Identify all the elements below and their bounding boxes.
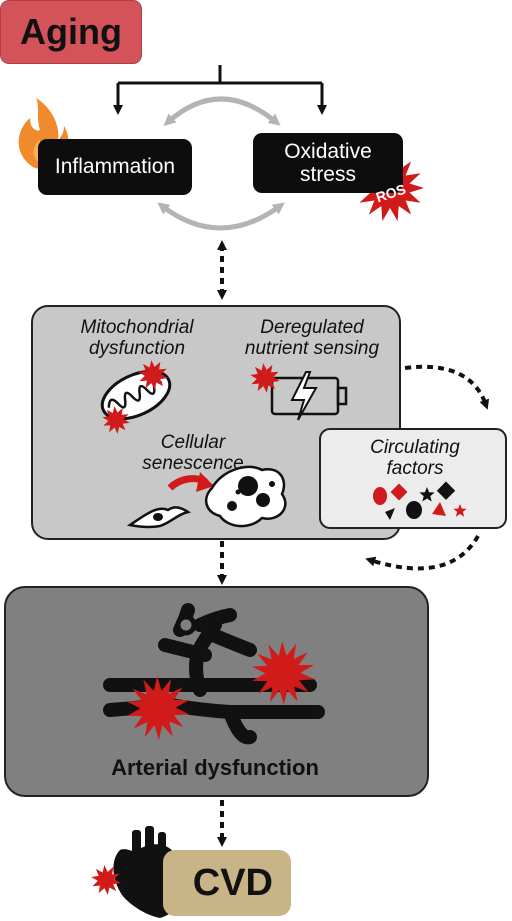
mito-burst-1 — [138, 360, 168, 390]
feedback-loop-arrows — [157, 96, 285, 231]
senescent-cell-icon — [126, 465, 287, 529]
aging-branch-arrows — [113, 65, 327, 115]
battery-icon — [270, 371, 348, 421]
aging-label: Aging — [20, 11, 122, 52]
oxidative-stress-box: Oxidative stress — [253, 133, 403, 193]
artery-burst-2 — [126, 676, 190, 740]
shapes-icon — [373, 481, 467, 520]
mito-burst-2 — [102, 406, 130, 434]
oxidative-stress-label: Oxidative stress — [284, 139, 372, 186]
aging-box: Aging — [0, 0, 142, 64]
battery-burst — [250, 363, 280, 393]
inflammation-label: Inflammation — [54, 155, 176, 179]
senescence-label: Cellular senescence — [142, 432, 244, 474]
circulating-factors-label: Circulating factors — [370, 437, 460, 479]
circulating-factors-box — [319, 428, 507, 529]
inflammation-box: Inflammation — [38, 139, 192, 195]
circulating-feedback-arrows — [365, 364, 490, 571]
mitochondrial-label: Mitochondrial dysfunction — [80, 317, 194, 359]
cvd-label: CVD — [192, 861, 273, 904]
nutrient-sensing-label: Deregulated nutrient sensing — [244, 317, 380, 359]
artery-burst-1 — [251, 641, 315, 705]
hallmarks-box — [31, 305, 401, 540]
artery-lumen — [175, 614, 197, 636]
cvd-box: CVD — [163, 850, 291, 916]
arterial-dysfunction-label: Arterial dysfunction — [111, 755, 319, 780]
heart-burst — [91, 865, 121, 895]
